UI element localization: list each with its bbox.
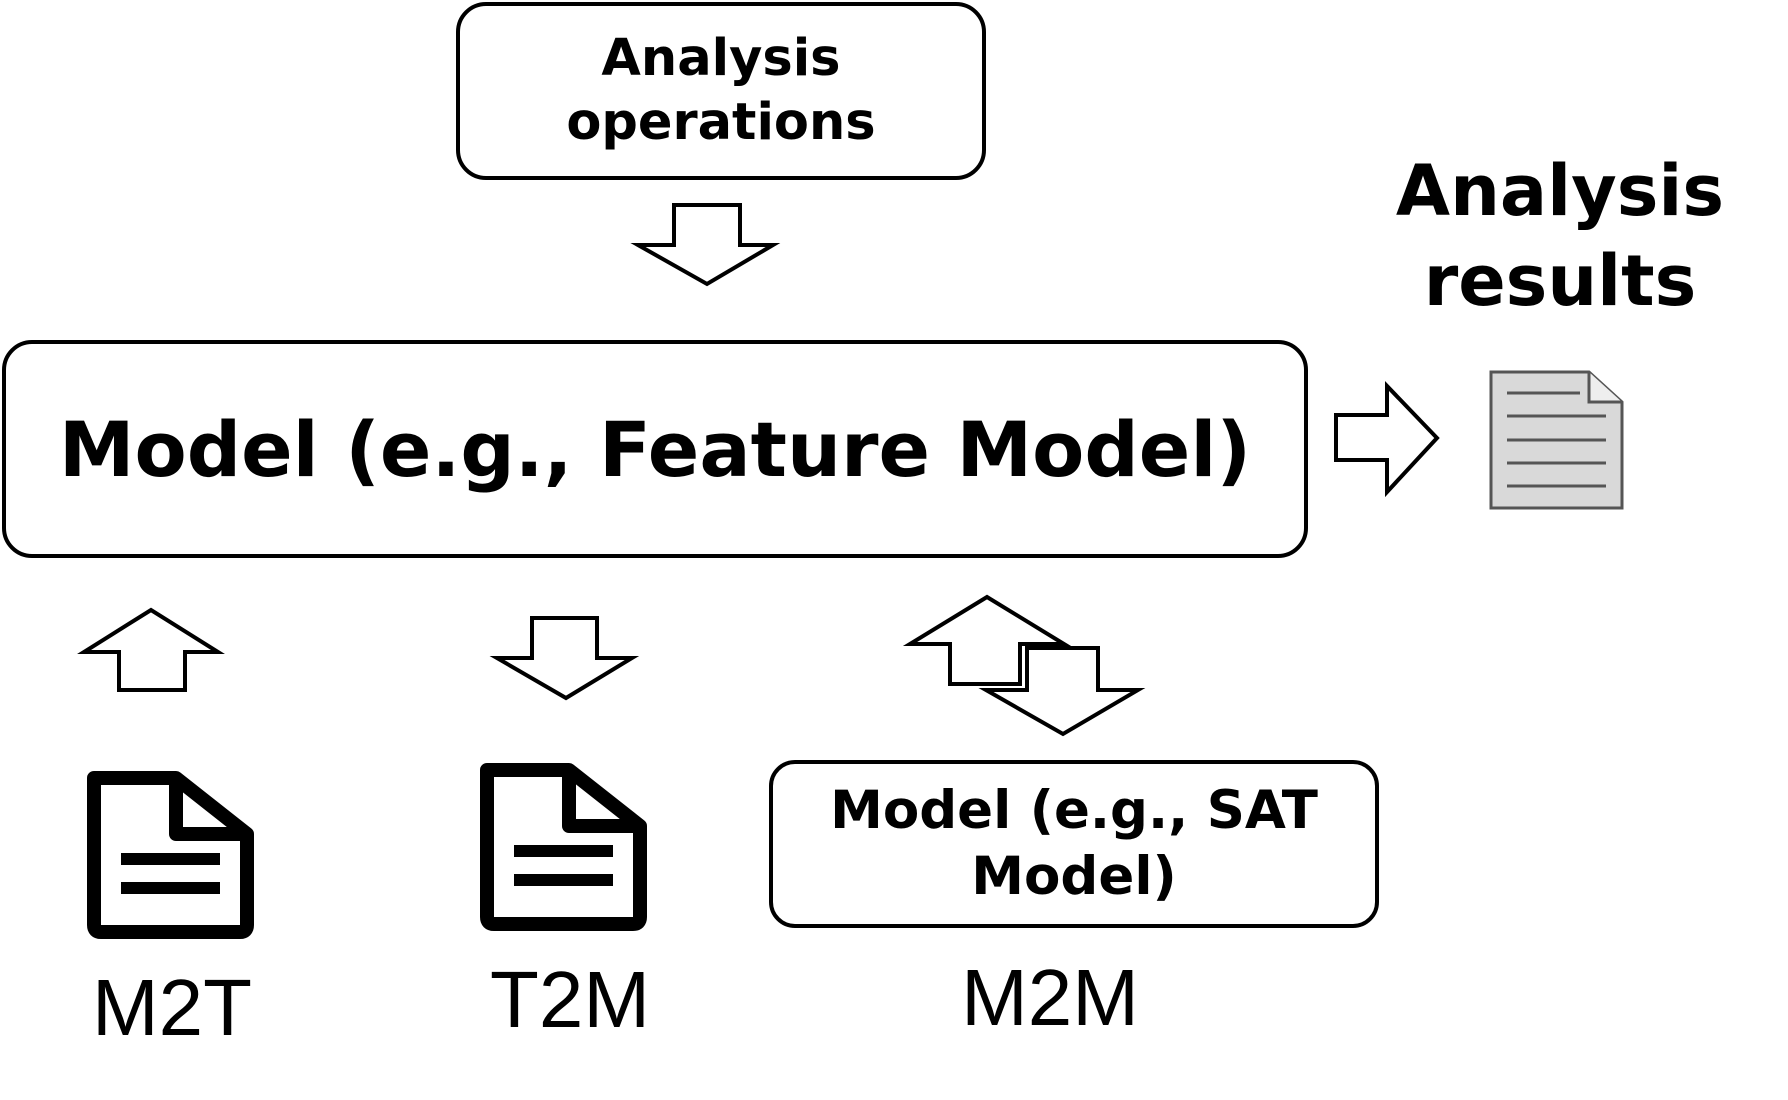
arrow-up-m2t-icon xyxy=(77,607,225,692)
arrow-down-operations-icon xyxy=(630,203,781,287)
sat-model-line1: Model (e.g., SAT xyxy=(830,780,1318,841)
analysis-results-line2: results xyxy=(1423,240,1697,322)
t2m-caption: T2M xyxy=(490,955,650,1044)
text-file-icon-m2t xyxy=(87,771,254,939)
analysis-operations-line1: Analysis xyxy=(601,29,841,88)
main-model-label: Model (e.g., Feature Model) xyxy=(58,404,1252,494)
analysis-results-label: Analysis results xyxy=(1330,146,1788,326)
analysis-results-line1: Analysis xyxy=(1395,150,1725,232)
arrow-right-results-icon xyxy=(1334,381,1440,498)
main-model-box: Model (e.g., Feature Model) xyxy=(2,340,1308,558)
arrow-down-m2m-icon xyxy=(978,646,1146,737)
sat-model-box: Model (e.g., SAT Model) xyxy=(769,760,1379,928)
document-icon xyxy=(1489,370,1624,510)
text-file-icon-t2m xyxy=(480,763,647,931)
analysis-operations-box: Analysis operations xyxy=(456,2,986,180)
arrow-up-m2m-icon xyxy=(902,594,1072,686)
analysis-operations-line2: operations xyxy=(566,93,876,152)
arrow-down-t2m-icon xyxy=(489,616,640,701)
sat-model-line2: Model) xyxy=(971,846,1177,907)
m2m-caption: M2M xyxy=(961,953,1139,1042)
m2t-caption: M2T xyxy=(92,963,252,1052)
